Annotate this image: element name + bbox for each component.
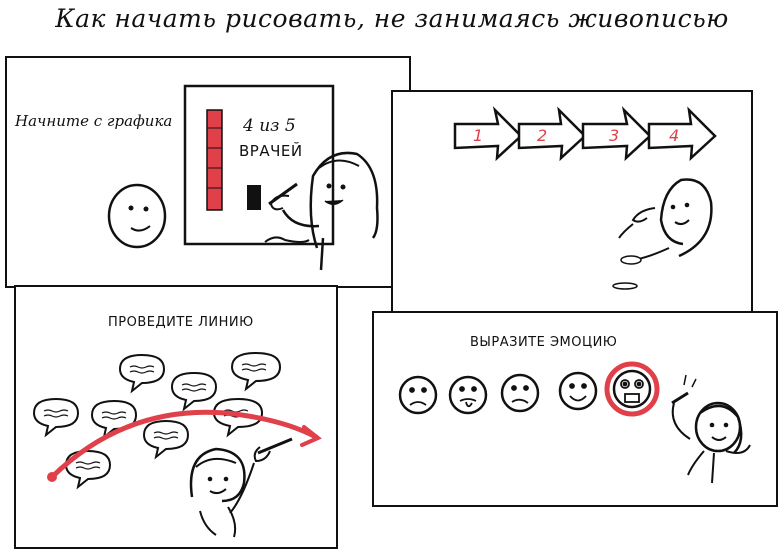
highlight-circle (604, 361, 660, 417)
person-right-hair (309, 151, 379, 249)
panel-caption: ВЫРАЗИТЕ ЭМОЦИЮ (470, 335, 618, 350)
person-line-head (189, 447, 246, 503)
panel-start-with-chart: Начните с графика 4 из 5 ВРАЧЕЙ (5, 56, 411, 288)
panel-draw-line: ПРОВЕДИТЕ ЛИНИЮ (14, 285, 338, 549)
step-label-2: 2 (537, 126, 548, 145)
face-tongue-icon (448, 375, 488, 415)
stat-line-1: 4 из 5 (243, 116, 296, 136)
chart-drawing (107, 84, 379, 271)
arrow-step-1 (453, 106, 523, 162)
arrow-step-3 (581, 106, 652, 162)
red-line (49, 409, 319, 480)
face-happy-icon (558, 371, 598, 411)
step-label-4: 4 (669, 126, 680, 145)
step-label-1: 1 (473, 126, 484, 145)
emotion-drawing (398, 361, 751, 484)
steps-drawing (453, 106, 717, 290)
step-label-3: 3 (609, 126, 620, 145)
panel-steps: 1 2 3 4 (391, 90, 753, 319)
panel-caption: ПРОВЕДИТЕ ЛИНИЮ (108, 315, 254, 330)
page-title: Как начать рисовать, не занимаясь живопи… (55, 4, 729, 33)
arrow-step-4 (647, 106, 717, 162)
arrow-step-2 (517, 106, 587, 162)
person-steps-hair (659, 178, 713, 258)
chart-bar-red (206, 109, 223, 211)
face-worried-icon (500, 373, 540, 413)
panel-caption: Начните с графика (15, 112, 173, 130)
face-sad-icon (398, 375, 438, 415)
panel-express-emotion: ВЫРАЗИТЕ ЭМОЦИЮ (372, 311, 778, 507)
stat-line-2: ВРАЧЕЙ (239, 142, 303, 160)
person-left-head (107, 183, 167, 249)
line-drawing (32, 351, 322, 538)
chart-bar-black (247, 185, 261, 210)
